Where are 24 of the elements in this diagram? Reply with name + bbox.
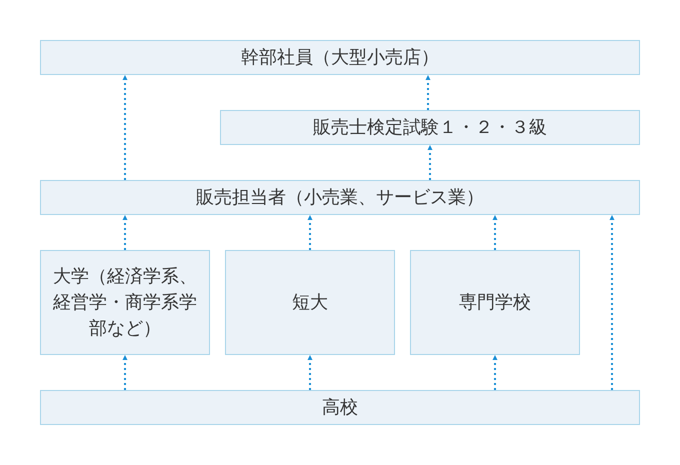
box-text: 高校 bbox=[322, 396, 358, 420]
label-box bbox=[40, 390, 640, 425]
dotted-arrow bbox=[308, 355, 312, 390]
box-text: 短大 bbox=[292, 290, 328, 314]
dotted-arrow bbox=[492, 215, 498, 250]
label-box bbox=[40, 180, 640, 215]
dotted-arrow bbox=[122, 215, 128, 250]
box-text: 販売士検定試験１・２・３級 bbox=[313, 116, 547, 140]
box-text: 販売担当者（小売業、サービス業） bbox=[196, 186, 484, 210]
dotted-arrow bbox=[122, 355, 128, 390]
dotted-arrow bbox=[308, 215, 312, 250]
box-text: 専門学校 bbox=[459, 290, 531, 314]
label-box bbox=[225, 250, 395, 355]
label-box bbox=[40, 250, 210, 355]
label-box bbox=[220, 110, 640, 145]
label-box bbox=[40, 40, 640, 75]
dotted-arrow bbox=[492, 355, 498, 390]
box-text: 大学（経済学系、経営学・商学系学部など） bbox=[52, 264, 198, 340]
dotted-arrow bbox=[428, 145, 432, 180]
dotted-arrow bbox=[426, 75, 430, 110]
box-text: 幹部社員（大型小売店） bbox=[241, 46, 439, 70]
dotted-arrow bbox=[610, 215, 614, 390]
dotted-arrow bbox=[122, 75, 128, 180]
label-box bbox=[410, 250, 580, 355]
